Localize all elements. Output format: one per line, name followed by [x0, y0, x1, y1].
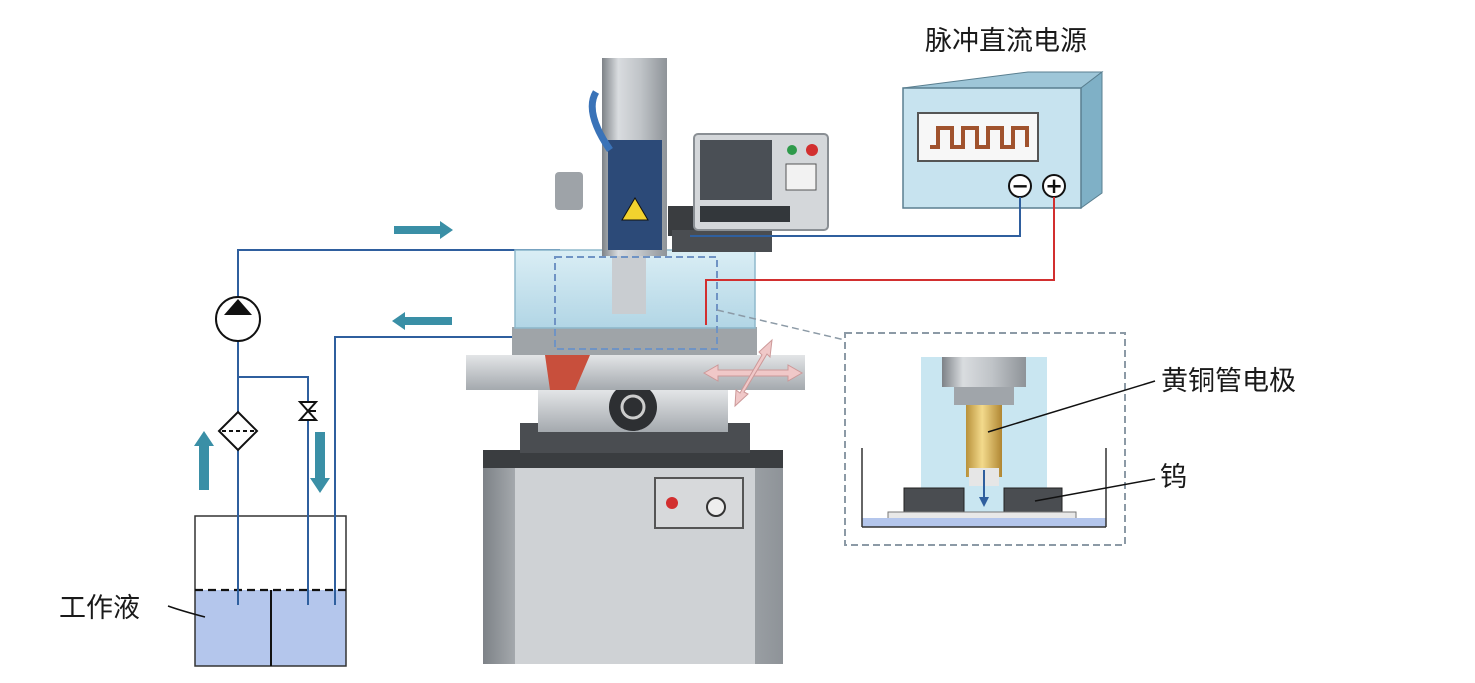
- leader-brass-electrode: [987, 380, 1156, 433]
- positive-wire: [705, 197, 1055, 325]
- label-brass-electrode: 黄铜管电极: [1161, 366, 1296, 397]
- return-pipe: [334, 336, 515, 605]
- filter-icon: [217, 410, 259, 452]
- edm-machine: [466, 58, 829, 664]
- negative-terminal-symbol: −: [1011, 174, 1029, 198]
- positive-terminal-symbol: +: [1045, 174, 1063, 198]
- bypass-pipe: [238, 376, 309, 605]
- negative-wire: [690, 197, 1021, 237]
- zoom-region-marker: [554, 256, 718, 350]
- label-power-supply: 脉冲直流电源: [925, 26, 1087, 57]
- flow-arrow-down: [310, 432, 330, 493]
- brass-tube-electrode: [966, 405, 1002, 477]
- pulse-power-supply: − +: [902, 70, 1104, 209]
- valve-icon: [297, 401, 319, 421]
- label-working-fluid: 工作液: [59, 593, 140, 624]
- flow-arrows: [194, 221, 453, 493]
- leader-working-fluid: [167, 605, 206, 618]
- electrode-detail-inset: [844, 332, 1126, 546]
- table-move-arrows: [702, 338, 804, 408]
- fluid-reservoir: [194, 515, 347, 667]
- fluid-piping: [237, 249, 560, 605]
- move-arrow-diagonal: [734, 338, 773, 408]
- supply-pipe: [237, 249, 560, 605]
- leader-tungsten: [1034, 478, 1156, 502]
- pump-icon: [215, 296, 261, 342]
- label-tungsten: 钨: [1160, 462, 1187, 493]
- flow-arrow-left: [392, 312, 452, 330]
- flow-arrow-right: [394, 221, 453, 239]
- pulse-waveform-icon: [930, 126, 1029, 149]
- flow-arrow-up: [194, 431, 214, 490]
